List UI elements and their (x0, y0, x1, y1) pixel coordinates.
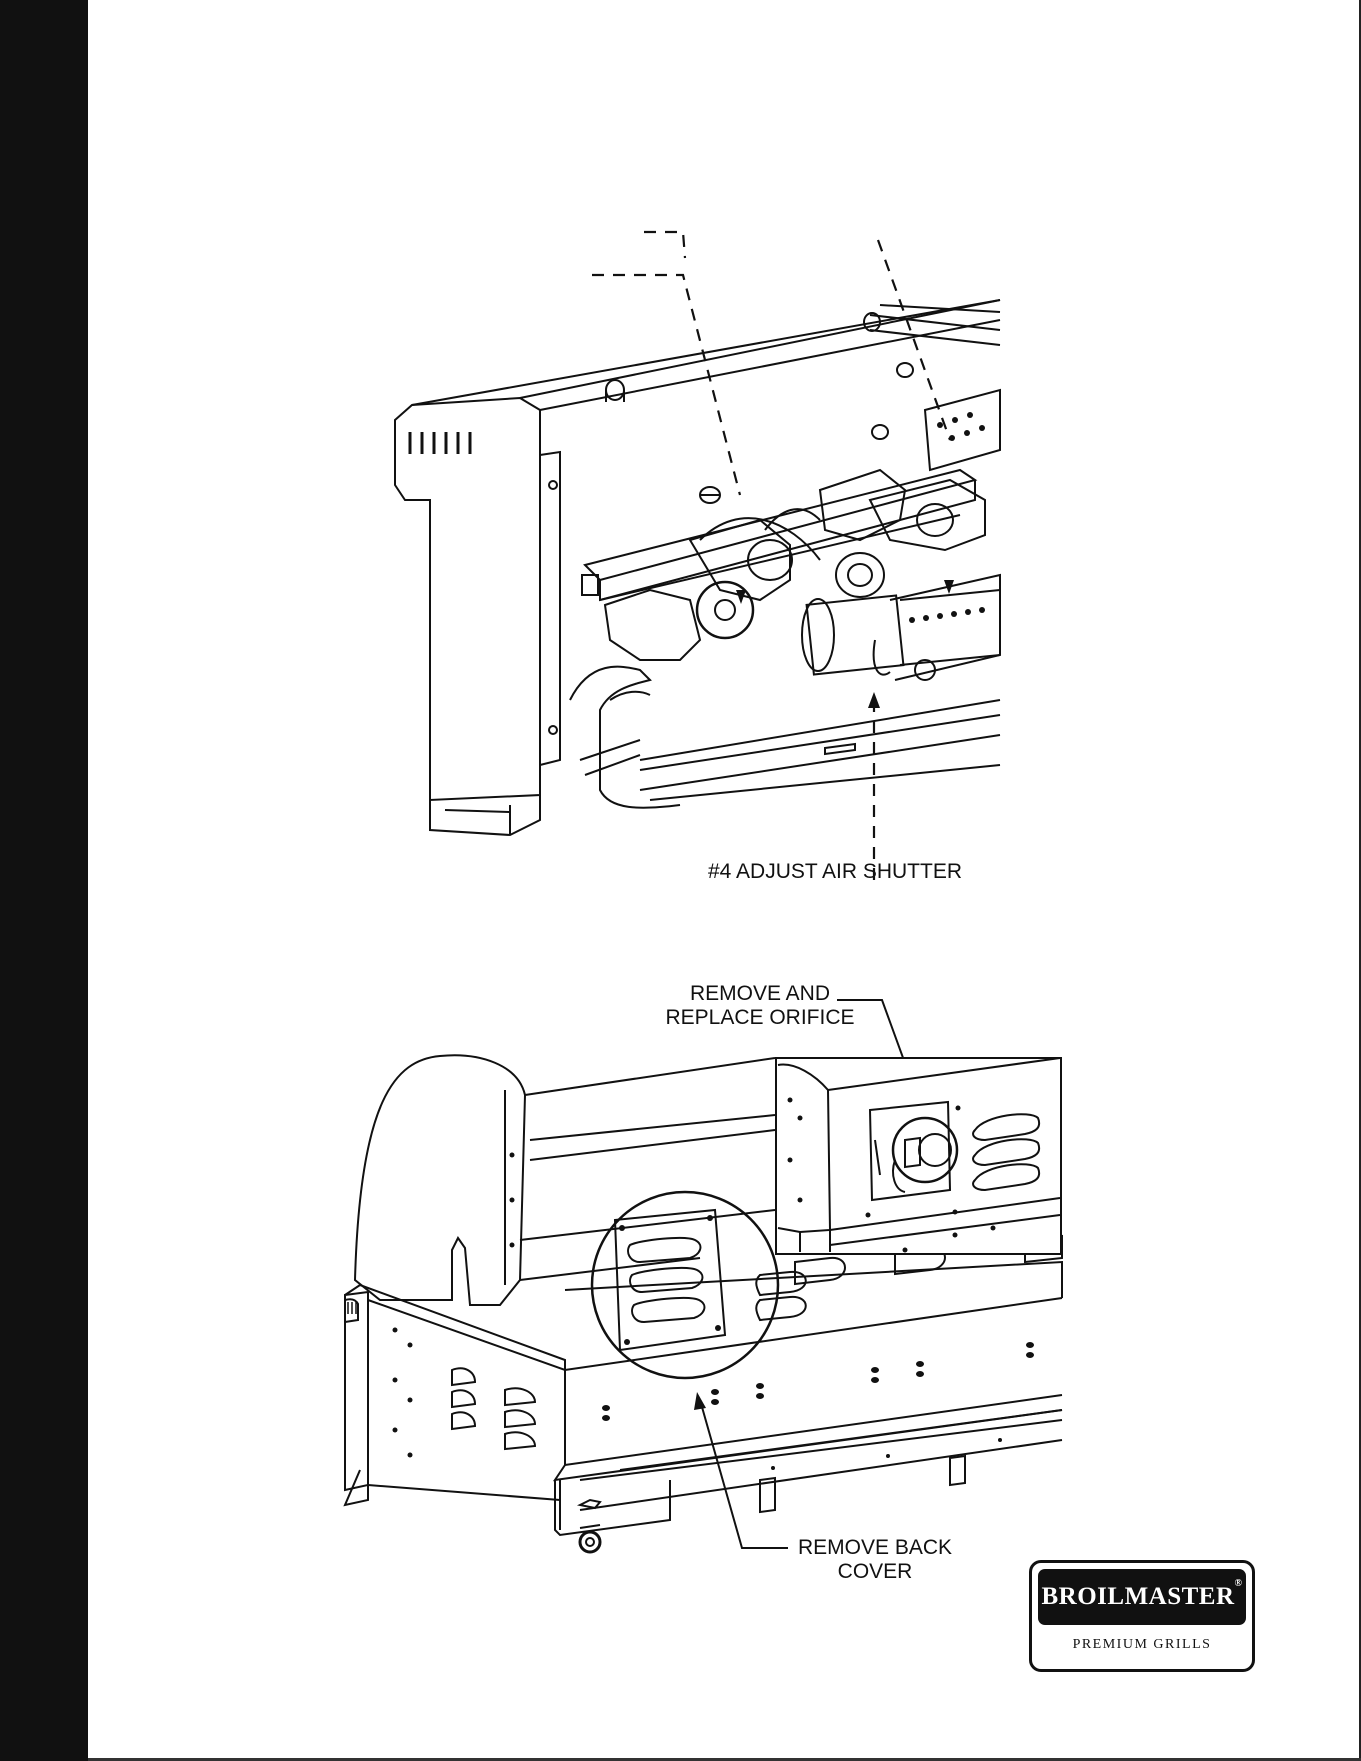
side-vents (452, 1368, 535, 1449)
back-cover-callout-line-2: COVER (790, 1560, 960, 1584)
logo-brand-name: BROILMASTER (1041, 1583, 1234, 1610)
back-cover-callout: REMOVE BACK COVER (790, 1536, 960, 1584)
orifice-callout: REMOVE AND REPLACE ORIFICE (640, 982, 880, 1030)
logo-brand: BROILMASTER® (1038, 1569, 1246, 1625)
logo-tagline: PREMIUM GRILLS (1032, 1637, 1252, 1653)
orifice-callout-line-2: REPLACE ORIFICE (640, 1006, 880, 1030)
orifice-inset-view (776, 1058, 1061, 1254)
orifice-callout-line-1: REMOVE AND (640, 982, 880, 1006)
grill-hood (355, 1055, 775, 1305)
registered-mark: ® (1235, 1578, 1243, 1589)
back-cover-leader (694, 1392, 788, 1548)
back-cover-callout-line-1: REMOVE BACK (790, 1536, 960, 1560)
broilmaster-logo: BROILMASTER® PREMIUM GRILLS (1029, 1560, 1255, 1672)
